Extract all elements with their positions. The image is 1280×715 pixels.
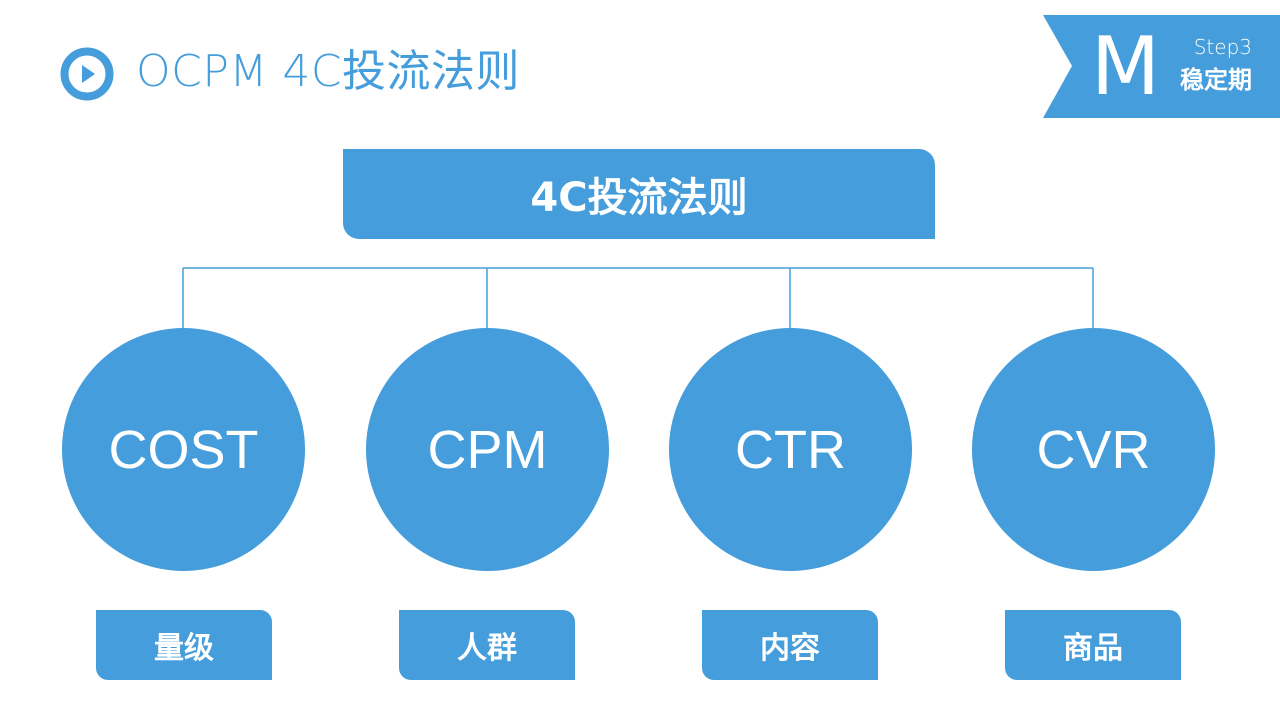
tag-audience: 人群 bbox=[399, 610, 575, 680]
tag-label: 商品 bbox=[1063, 631, 1123, 666]
page-title: OCPM 4C投流法则 bbox=[136, 46, 521, 97]
tag-label: 人群 bbox=[457, 631, 517, 666]
root-node-label: 4C投流法则 bbox=[530, 175, 748, 221]
node-ctr: CTR bbox=[669, 328, 912, 571]
play-circle-icon bbox=[60, 47, 114, 101]
banner-phase: 稳定期 bbox=[1180, 66, 1252, 94]
tag-label: 内容 bbox=[760, 631, 820, 666]
stage-banner: M Step3 稳定期 bbox=[1043, 15, 1280, 118]
node-label: CVR bbox=[1036, 419, 1151, 480]
node-cpm: CPM bbox=[366, 328, 609, 571]
node-label: COST bbox=[108, 419, 259, 480]
banner-letter: M bbox=[1091, 20, 1161, 113]
tag-product: 商品 bbox=[1005, 610, 1181, 680]
tag-volume: 量级 bbox=[96, 610, 272, 680]
node-cvr: CVR bbox=[972, 328, 1215, 571]
node-label: CPM bbox=[427, 419, 548, 480]
tag-content: 内容 bbox=[702, 610, 878, 680]
node-cost: COST bbox=[62, 328, 305, 571]
tag-label: 量级 bbox=[154, 631, 214, 666]
root-node: 4C投流法则 bbox=[343, 149, 935, 239]
banner-shape bbox=[1043, 15, 1280, 118]
banner-step: Step3 bbox=[1193, 35, 1252, 59]
node-label: CTR bbox=[735, 419, 846, 480]
